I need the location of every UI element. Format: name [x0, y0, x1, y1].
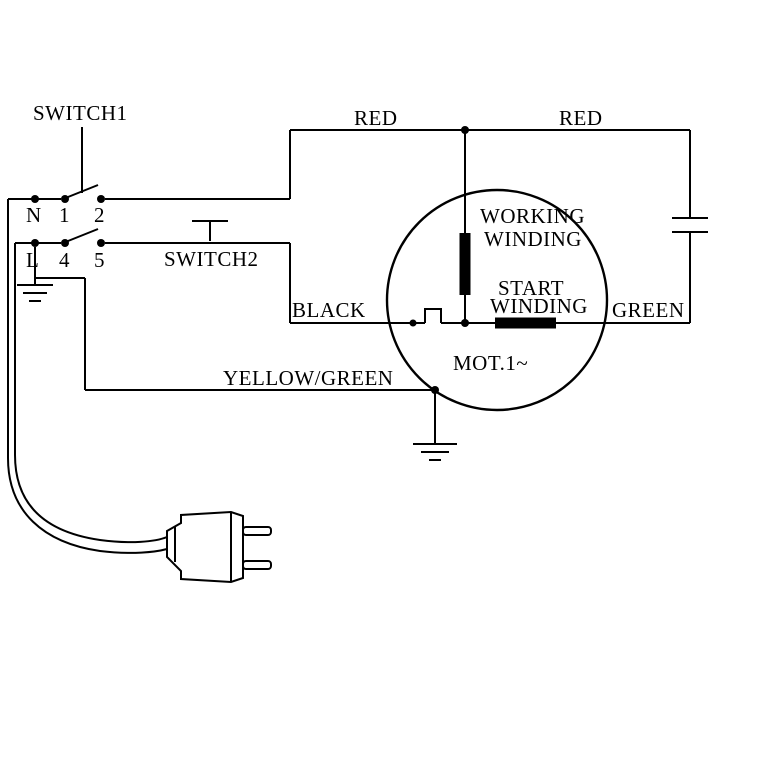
terminal-label-1: 1 [59, 203, 70, 227]
terminal-dot-2 [97, 195, 105, 203]
switch1-blade-pole1 [67, 184, 99, 198]
red-wire-label-right: RED [559, 106, 603, 130]
plug-body [166, 510, 244, 584]
terminal-label-l: L [26, 248, 39, 272]
terminal-label-4: 4 [59, 248, 70, 272]
working-winding-label-line2: WINDING [484, 227, 582, 251]
terminal-dot-1 [61, 195, 69, 203]
terminal-label-2: 2 [94, 203, 105, 227]
switch1-label: SWITCH1 [33, 101, 128, 125]
start-winding-bar [495, 317, 556, 329]
yellow-green-wire-label: YELLOW/GREEN [223, 366, 393, 390]
terminal-dot-l [31, 239, 39, 247]
switch2-label: SWITCH2 [164, 247, 259, 271]
terminal-dot-n [31, 195, 39, 203]
red-wire-label-left: RED [354, 106, 398, 130]
green-wire-label: GREEN [612, 298, 685, 322]
terminal-label-5: 5 [94, 248, 105, 272]
working-winding-label-line1: WORKING [480, 204, 585, 228]
thermal-protector-symbol [424, 308, 442, 323]
start-winding-label-line1: START [498, 276, 564, 300]
terminal-dot-5 [97, 239, 105, 247]
switch1-blade-pole2 [67, 228, 99, 242]
terminal-label-n: N [26, 203, 42, 227]
plug-pin-top [242, 526, 272, 536]
start-winding-label-line2: WINDING [490, 294, 588, 318]
black-wire-label: BLACK [292, 298, 366, 322]
junction-dot-black [409, 319, 417, 327]
motor-label: MOT.1~ [453, 351, 528, 375]
plug-pin-bottom [242, 560, 272, 570]
power-cord-line-inner [14, 243, 168, 544]
power-cord-line-outer [7, 199, 168, 554]
terminal-dot-4 [61, 239, 69, 247]
motor-circle [385, 188, 609, 412]
working-winding-bar [459, 233, 471, 295]
